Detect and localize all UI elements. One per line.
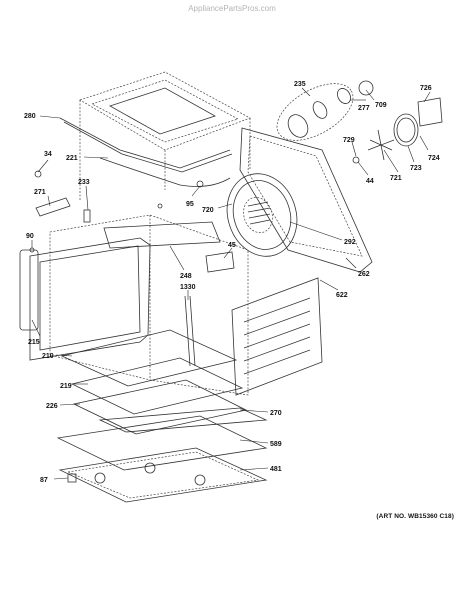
callout-709: 709 — [375, 102, 387, 109]
watermark-text: AppliancePartsPros.com — [188, 4, 276, 13]
callout-248: 248 — [180, 273, 192, 280]
callout-726: 726 — [420, 85, 432, 92]
top-cover-assembly — [79, 71, 251, 200]
callout-235: 235 — [294, 81, 306, 88]
fan-grille — [247, 201, 271, 225]
rear-panel — [226, 127, 373, 273]
callout-34: 34 — [44, 151, 52, 158]
callout-44: 44 — [366, 178, 374, 185]
callout-45: 45 — [228, 242, 236, 249]
callout-720: 720 — [202, 207, 214, 214]
callout-481: 481 — [270, 466, 282, 473]
callout-724: 724 — [428, 155, 440, 162]
convection-fan-parts — [276, 80, 443, 164]
oven-cavity — [49, 214, 249, 396]
callout-622: 622 — [336, 292, 348, 299]
callout-723: 723 — [410, 165, 422, 172]
callout-589: 589 — [270, 441, 282, 448]
callout-226: 226 — [46, 403, 58, 410]
art-number: (ART NO. WB15360 C18) — [376, 513, 454, 520]
callout-277: 277 — [358, 105, 370, 112]
callout-210: 210 — [42, 353, 54, 360]
callout-221: 221 — [66, 155, 78, 162]
side-panel — [231, 277, 323, 396]
callout-292: 292 — [344, 239, 356, 246]
callout-233: 233 — [78, 179, 90, 186]
callout-270: 270 — [270, 410, 282, 417]
front-frame — [19, 237, 196, 367]
bottom-plates — [56, 329, 268, 503]
small-hardware — [29, 170, 204, 483]
callout-721: 721 — [390, 175, 402, 182]
callout-87: 87 — [40, 477, 48, 484]
callout-280: 280 — [24, 113, 36, 120]
callout-leader-lines — [31, 87, 431, 480]
callout-262: 262 — [358, 271, 370, 278]
callout-95: 95 — [186, 201, 194, 208]
callout-215: 215 — [28, 339, 40, 346]
upper-tubes — [59, 117, 233, 187]
callout-219: 219 — [60, 383, 72, 390]
callout-729: 729 — [343, 137, 355, 144]
callout-labels: 280 34 221 271 233 90 95 235 277 709 726… — [24, 81, 440, 484]
callout-271: 271 — [34, 189, 46, 196]
callout-90: 90 — [26, 233, 34, 240]
callout-1330: 1330 — [180, 284, 196, 291]
